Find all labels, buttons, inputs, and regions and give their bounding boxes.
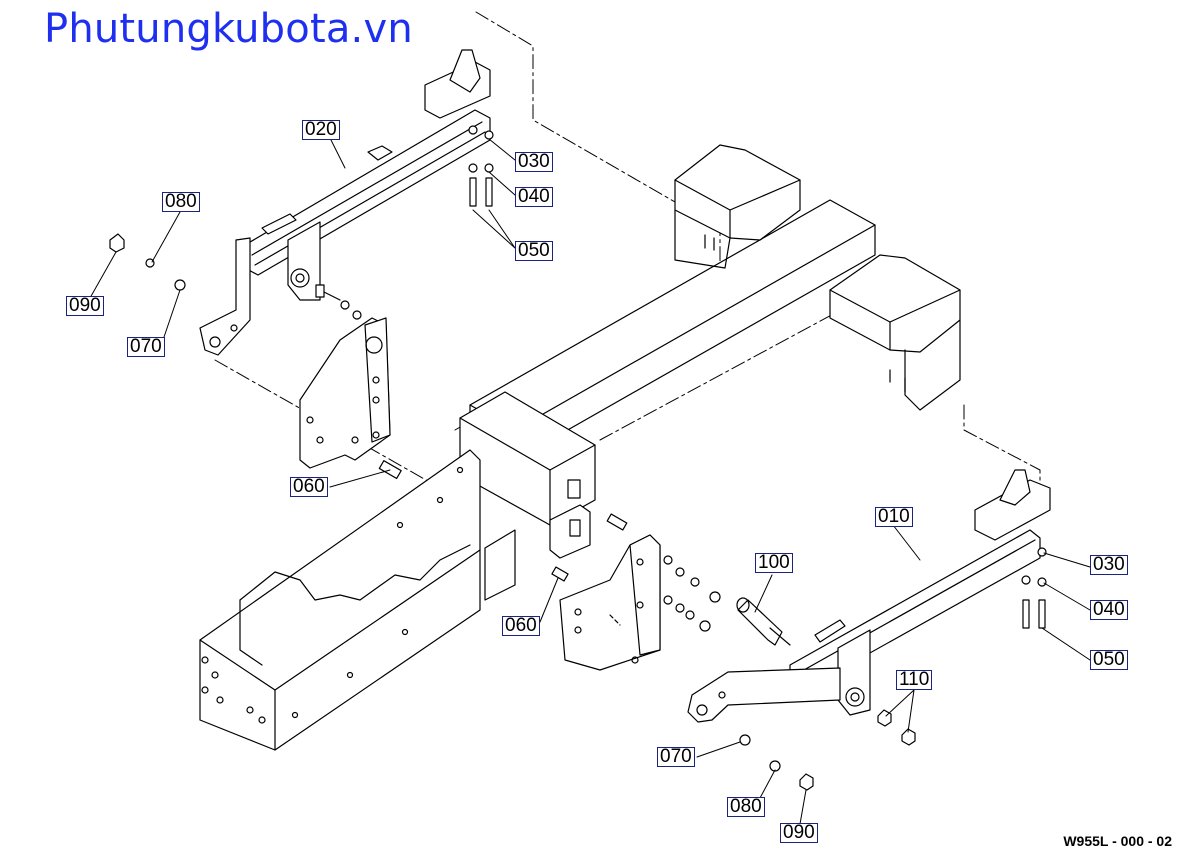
callout-030-left: 030 bbox=[515, 152, 553, 172]
callout-020: 020 bbox=[302, 120, 340, 140]
callout-070-left: 070 bbox=[127, 337, 165, 357]
left-side-frame-rail bbox=[199, 49, 491, 356]
callout-040-right: 040 bbox=[1090, 600, 1128, 620]
callout-100: 100 bbox=[755, 553, 793, 573]
ballast-weight-right bbox=[829, 254, 961, 411]
callout-090-bottom: 090 bbox=[780, 823, 818, 843]
hitch-pin bbox=[736, 597, 791, 646]
left-bracket-plate bbox=[299, 317, 391, 469]
callout-060-center: 060 bbox=[502, 616, 540, 636]
callout-090-left: 090 bbox=[66, 296, 104, 316]
callout-110: 110 bbox=[896, 670, 933, 690]
callout-030-right: 030 bbox=[1090, 555, 1128, 575]
main-chassis-channel bbox=[199, 449, 516, 751]
callout-060-left: 060 bbox=[290, 477, 328, 497]
callout-070-bottom: 070 bbox=[657, 747, 695, 767]
drawing-code: W955L - 000 - 02 bbox=[1063, 833, 1172, 849]
callout-080-left: 080 bbox=[162, 192, 200, 212]
right-side-frame-rail bbox=[687, 469, 1051, 723]
callout-080-bottom: 080 bbox=[727, 797, 765, 817]
fasteners bbox=[109, 125, 1047, 791]
callout-050-left: 050 bbox=[515, 241, 553, 261]
leader-lines bbox=[89, 137, 1091, 825]
center-coupling-block bbox=[459, 391, 596, 559]
right-bracket-plate bbox=[559, 534, 661, 671]
callout-040-left: 040 bbox=[515, 187, 553, 207]
callout-050-right: 050 bbox=[1090, 650, 1128, 670]
callout-010: 010 bbox=[875, 507, 913, 527]
ballast-weight-left bbox=[674, 144, 801, 269]
watermark-site-name: Phutungkubota.vn bbox=[44, 6, 413, 52]
